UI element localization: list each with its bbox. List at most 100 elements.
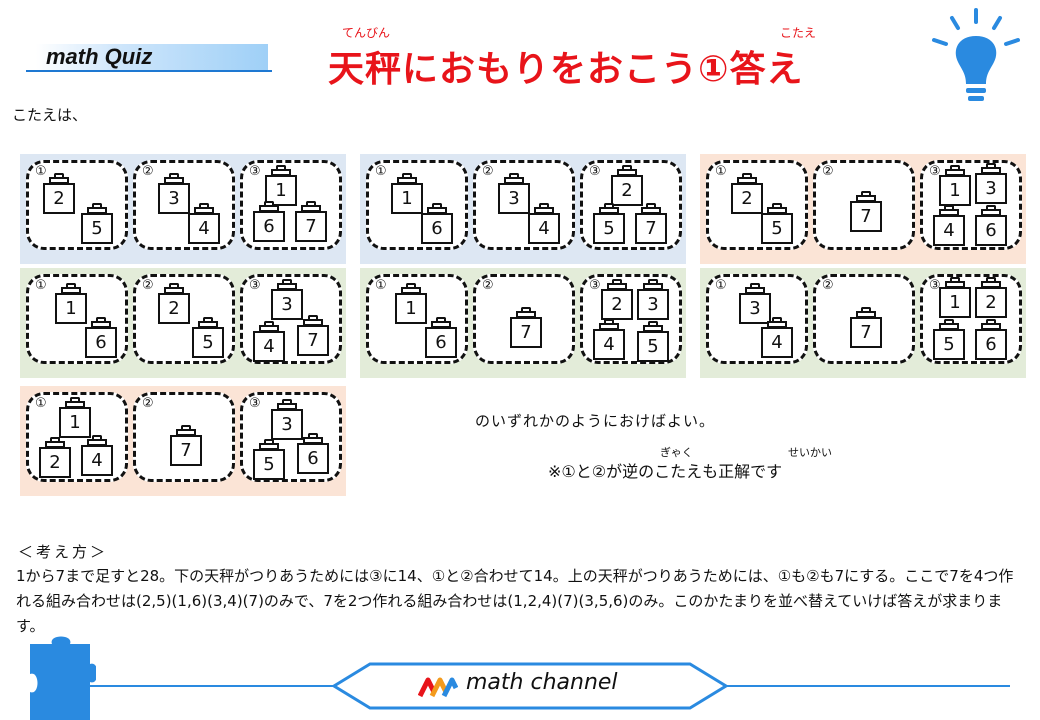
weight: 5 <box>593 203 625 245</box>
weight: 3 <box>739 283 771 325</box>
balance-box: ② 3 4 <box>473 160 575 250</box>
weight: 5 <box>637 321 669 363</box>
weight: 3 <box>637 279 669 321</box>
answer-note: ※①と②が逆のこたえも正解です <box>548 462 783 481</box>
weight: 3 <box>158 173 190 215</box>
brand-label: math Quiz <box>46 44 153 69</box>
weight: 4 <box>933 205 965 247</box>
weight: 5 <box>933 319 965 361</box>
weight: 4 <box>253 321 285 363</box>
weight: 1 <box>939 165 971 207</box>
weight: 1 <box>55 283 87 325</box>
weight: 7 <box>850 191 882 233</box>
box-number: ② <box>482 278 494 293</box>
balance-box: ② 7 <box>813 274 915 364</box>
intro-text: こたえは、 <box>12 106 88 124</box>
balance-box: ③ 3 5 6 <box>240 392 342 482</box>
box-number: ② <box>482 164 494 179</box>
weight: 2 <box>601 279 633 321</box>
box-number: ③ <box>249 278 261 293</box>
box-number: ① <box>375 164 387 179</box>
weight: 4 <box>528 203 560 245</box>
box-number: ③ <box>249 396 261 411</box>
balance-box: ③ 3 4 7 <box>240 274 342 364</box>
weight: 1 <box>59 397 91 439</box>
box-number: ② <box>822 164 834 179</box>
answer-panel-5: ① 1 6 ② 7 ③ 2 3 4 5 <box>360 268 686 378</box>
weight: 6 <box>85 317 117 359</box>
weight: 5 <box>81 203 113 245</box>
weight: 3 <box>975 163 1007 205</box>
balance-box: ① 1 6 <box>366 274 468 364</box>
balance-box: ③ 2 5 7 <box>580 160 682 250</box>
box-number: ① <box>35 278 47 293</box>
box-number: ② <box>142 278 154 293</box>
page-title: 天秤におもりをおこう①答え <box>328 49 804 90</box>
weight: 4 <box>188 203 220 245</box>
box-number: ② <box>822 278 834 293</box>
box-number: ② <box>142 396 154 411</box>
weight: 2 <box>611 165 643 207</box>
weight: 1 <box>395 283 427 325</box>
box-number: ② <box>142 164 154 179</box>
weight: 5 <box>253 439 285 481</box>
weight: 3 <box>498 173 530 215</box>
answer-panel-3: ① 2 5 ② 7 ③ 1 3 4 6 <box>700 154 1026 264</box>
math-channel-logo-icon <box>418 677 458 698</box>
weight: 5 <box>192 317 224 359</box>
explanation-body: 1から7まで足すと28。下の天秤がつりあうためには③に14、①と②合わせて14。… <box>16 567 1014 635</box>
brand-underline <box>26 70 272 72</box>
weight: 1 <box>391 173 423 215</box>
footer-brand: math channel <box>466 670 618 695</box>
box-number: ① <box>35 396 47 411</box>
title-ruby-tenbin: てんびん <box>341 26 390 40</box>
weight: 6 <box>253 201 285 243</box>
note-ruby-seikai: せいかい <box>788 446 832 459</box>
box-number: ③ <box>589 164 601 179</box>
answer-panel-1: ① 2 5 ② 3 4 ③ 1 6 7 <box>20 154 346 264</box>
note-ruby-gyaku: ぎゃく <box>660 446 693 459</box>
balance-box: ① 1 2 4 <box>26 392 128 482</box>
box-number: ③ <box>589 278 601 293</box>
box-number: ③ <box>929 278 941 293</box>
balance-box: ③ 2 3 4 5 <box>580 274 682 364</box>
weight: 6 <box>297 433 329 475</box>
answer-panel-4: ① 1 6 ② 2 5 ③ 3 4 7 <box>20 268 346 378</box>
box-number: ③ <box>249 164 261 179</box>
box-number: ① <box>35 164 47 179</box>
weight: 2 <box>975 277 1007 319</box>
balance-box: ② 7 <box>473 274 575 364</box>
brand-band <box>36 44 268 70</box>
weight: 2 <box>39 437 71 479</box>
balance-box: ③ 1 6 7 <box>240 160 342 250</box>
balance-box: ① 2 5 <box>706 160 808 250</box>
box-number: ① <box>715 164 727 179</box>
weight: 6 <box>975 319 1007 361</box>
weight: 4 <box>761 317 793 359</box>
box-number: ③ <box>929 164 941 179</box>
answer-panel-6: ① 3 4 ② 7 ③ 1 2 5 6 <box>700 268 1026 378</box>
weight: 6 <box>421 203 453 245</box>
weight: 7 <box>510 307 542 349</box>
weight: 4 <box>81 435 113 477</box>
balance-box: ② 7 <box>813 160 915 250</box>
balance-box: ② 7 <box>133 392 235 482</box>
balance-box: ① 3 4 <box>706 274 808 364</box>
answer-panel-2: ① 1 6 ② 3 4 ③ 2 5 7 <box>360 154 686 264</box>
weight: 7 <box>297 315 329 357</box>
explanation-heading: ＜考え方＞ <box>18 543 109 561</box>
weight: 1 <box>265 165 297 207</box>
weight: 6 <box>425 317 457 359</box>
weight: 3 <box>271 399 303 441</box>
weight: 2 <box>731 173 763 215</box>
weight: 7 <box>850 307 882 349</box>
balance-box: ① 1 6 <box>26 274 128 364</box>
weight: 5 <box>761 203 793 245</box>
balance-box: ① 2 5 <box>26 160 128 250</box>
weight: 7 <box>295 201 327 243</box>
balance-box: ③ 1 2 5 6 <box>920 274 1022 364</box>
box-number: ① <box>375 278 387 293</box>
answer-panel-7: ① 1 2 4 ② 7 ③ 3 5 6 <box>20 386 346 496</box>
weight: 6 <box>975 205 1007 247</box>
box-number: ① <box>715 278 727 293</box>
